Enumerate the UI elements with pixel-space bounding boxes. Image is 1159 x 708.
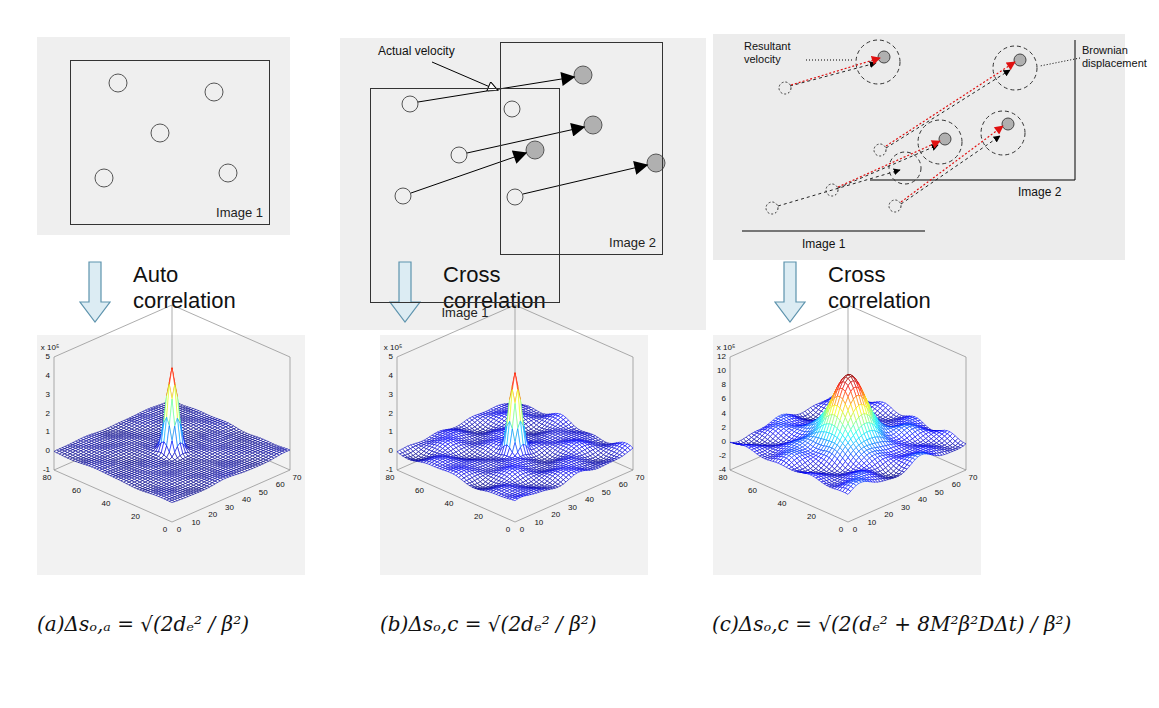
displaced-particle — [1002, 118, 1014, 130]
displaced-particle — [878, 51, 890, 63]
process-arrow — [80, 262, 110, 322]
displaced-particle — [1014, 54, 1026, 66]
displaced-particle — [939, 133, 951, 145]
process-arrow — [775, 262, 805, 322]
